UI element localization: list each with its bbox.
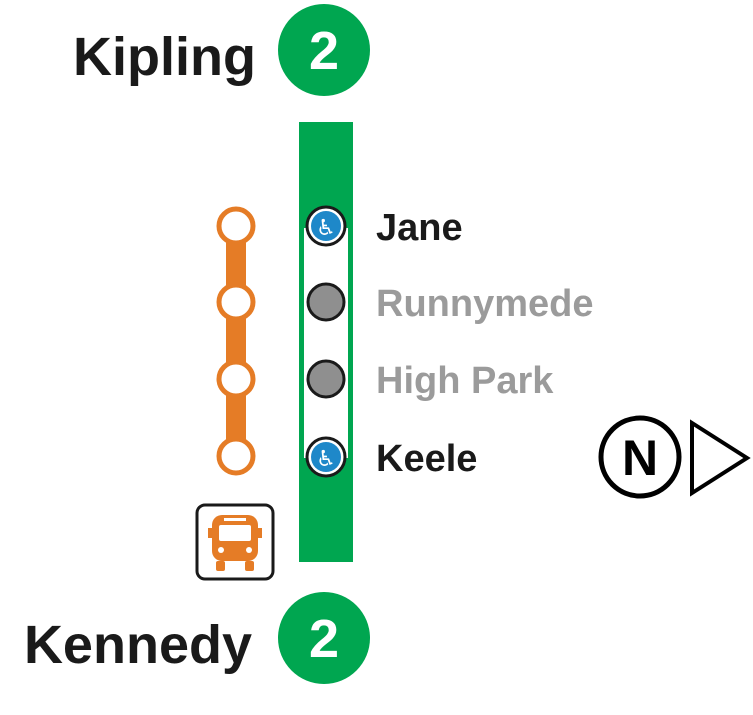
wheelchair-icon: ♿ [316, 447, 336, 472]
station-label: Keele [376, 438, 477, 480]
station-label: Runnymede [376, 283, 593, 325]
line-number-top: 2 [309, 21, 339, 81]
station-high-park: High Park [306, 359, 554, 402]
shuttle-stop [216, 206, 256, 246]
line-badge-top: 2 [278, 4, 370, 96]
compass-letter: N [622, 430, 658, 486]
accessible-icon [311, 211, 341, 241]
station-label: Jane [376, 207, 463, 249]
shuttle-route [216, 206, 256, 476]
shuttle-stop [216, 359, 256, 399]
closed-segment [304, 228, 348, 458]
shuttle-connector [226, 226, 246, 456]
shuttle-stop [216, 282, 256, 322]
line-number-bottom: 2 [309, 609, 339, 669]
terminal-label-bottom: Kennedy [24, 615, 252, 675]
terminal-label-top: Kipling [73, 27, 256, 87]
shuttle-stop [216, 436, 256, 476]
station-keele: ♿ Keele [305, 436, 477, 480]
station-marker [306, 282, 346, 322]
station-label: High Park [376, 360, 554, 402]
north-arrow-icon: N [598, 415, 751, 499]
wheelchair-icon: ♿ [316, 216, 336, 241]
bus-icon [195, 503, 275, 581]
station-marker [306, 359, 346, 399]
accessible-icon [311, 442, 341, 472]
line-badge-bottom: 2 [278, 592, 370, 684]
station-jane: ♿ Jane [305, 205, 463, 249]
station-runnymede: Runnymede [306, 282, 593, 325]
